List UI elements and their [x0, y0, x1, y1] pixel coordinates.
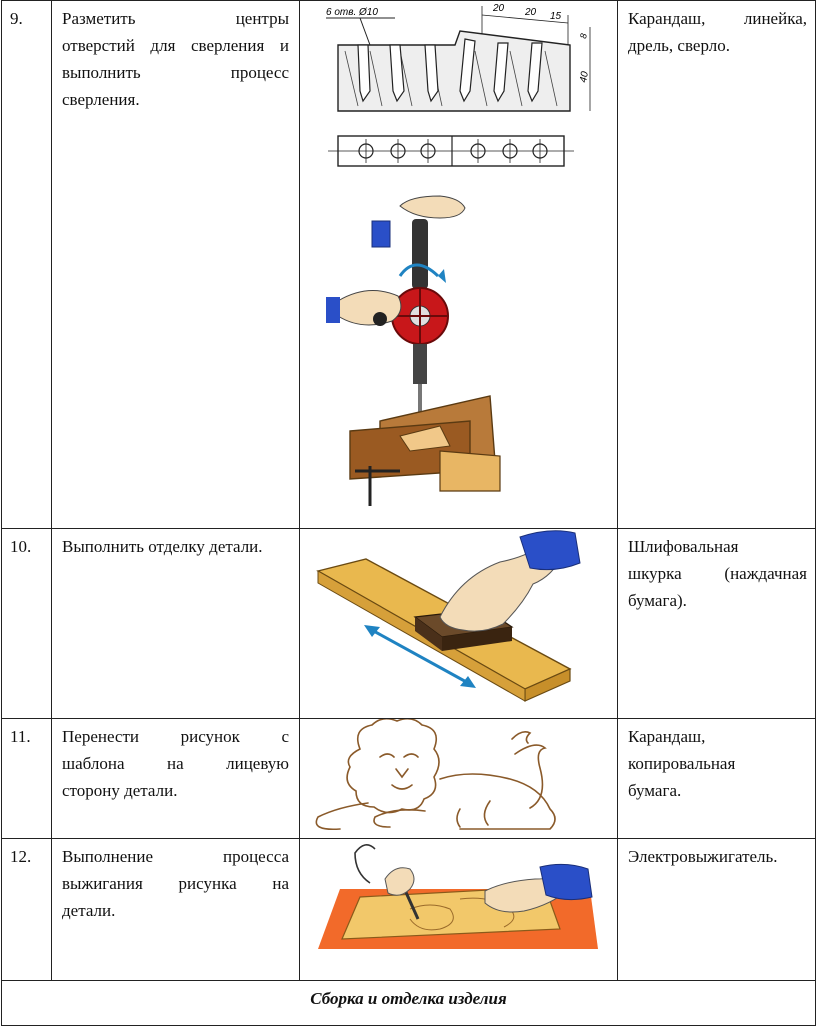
task-line: детали.: [62, 901, 116, 920]
task-description: Перенести рисунок с шаблона на лицевую с…: [51, 718, 300, 839]
task-line: отверстий для сверления и: [62, 36, 289, 55]
dim-label: 15: [550, 11, 562, 22]
drilling-illustration: 6 отв. Ø10 20 20 15 8 40: [326, 3, 591, 506]
tools-line: дрель, сверло.: [628, 36, 730, 55]
holes-label: 6 отв. Ø10: [326, 7, 378, 18]
table-row: 9. Разметить центры отверстий для сверле…: [1, 0, 816, 529]
task-line: Разметить центры: [62, 9, 289, 28]
dim-label: 20: [524, 7, 537, 18]
tools-list: Карандаш, линейка, дрель, сверло.: [617, 0, 816, 529]
table-row: Сборка и отделка изделия: [1, 980, 816, 1026]
tools-list: Карандаш, копировальная бумага.: [617, 718, 816, 839]
tools-line: бумага.: [628, 781, 682, 800]
task-line: сторону детали.: [62, 781, 178, 800]
tools-list: Шлифовальная шкурка (наждачная бумага).: [617, 528, 816, 719]
dim-label: 40: [578, 70, 591, 83]
tools-line: шкурка (наждачная: [628, 564, 807, 583]
tools-line: Шлифовальная: [628, 537, 739, 556]
table-row: 11. Перенести рисунок с шаблона на лицев…: [1, 718, 816, 839]
table-row: 10. Выполнить отделку детали. Шлифовальн…: [1, 528, 816, 719]
tools-list: Электровыжигатель.: [617, 838, 816, 981]
task-line: шаблона на лицевую: [62, 754, 289, 773]
tools-line: Карандаш,: [628, 727, 706, 746]
lion-illustration: [315, 719, 556, 831]
section-heading: Сборка и отделка изделия: [1, 980, 816, 1026]
lion-illustration-cell: [299, 718, 618, 839]
tools-line: Карандаш, линейка,: [628, 9, 807, 28]
tools-line: бумага).: [628, 591, 687, 610]
task-line: Выполнение процесса: [62, 847, 289, 866]
sanding-illustration: [316, 530, 581, 702]
task-description: Разметить центры отверстий для сверления…: [51, 0, 300, 529]
step-number: 12.: [1, 838, 52, 981]
burning-illustration-cell: [299, 838, 618, 981]
task-description: Выполнить отделку детали.: [51, 528, 300, 719]
step-number: 9.: [1, 0, 52, 529]
task-line: сверления.: [62, 90, 140, 109]
drilling-illustration-cell: 6 отв. Ø10 20 20 15 8 40: [299, 0, 618, 529]
task-line: Перенести рисунок с: [62, 727, 289, 746]
task-line: Выполнить отделку детали.: [62, 537, 263, 556]
sanding-illustration-cell: [299, 528, 618, 719]
burning-illustration: [318, 844, 598, 949]
step-number: 11.: [1, 718, 52, 839]
step-number: 10.: [1, 528, 52, 719]
task-line: выжигания рисунка на: [62, 874, 289, 893]
task-line: выполнить процесс: [62, 63, 289, 82]
tools-line: Электровыжигатель.: [628, 847, 778, 866]
dim-label: 20: [492, 3, 505, 14]
tools-line: копировальная: [628, 754, 736, 773]
dim-label: 8: [578, 33, 589, 40]
task-description: Выполнение процесса выжигания рисунка на…: [51, 838, 300, 981]
table-row: 12. Выполнение процесса выжигания рисунк…: [1, 838, 816, 981]
